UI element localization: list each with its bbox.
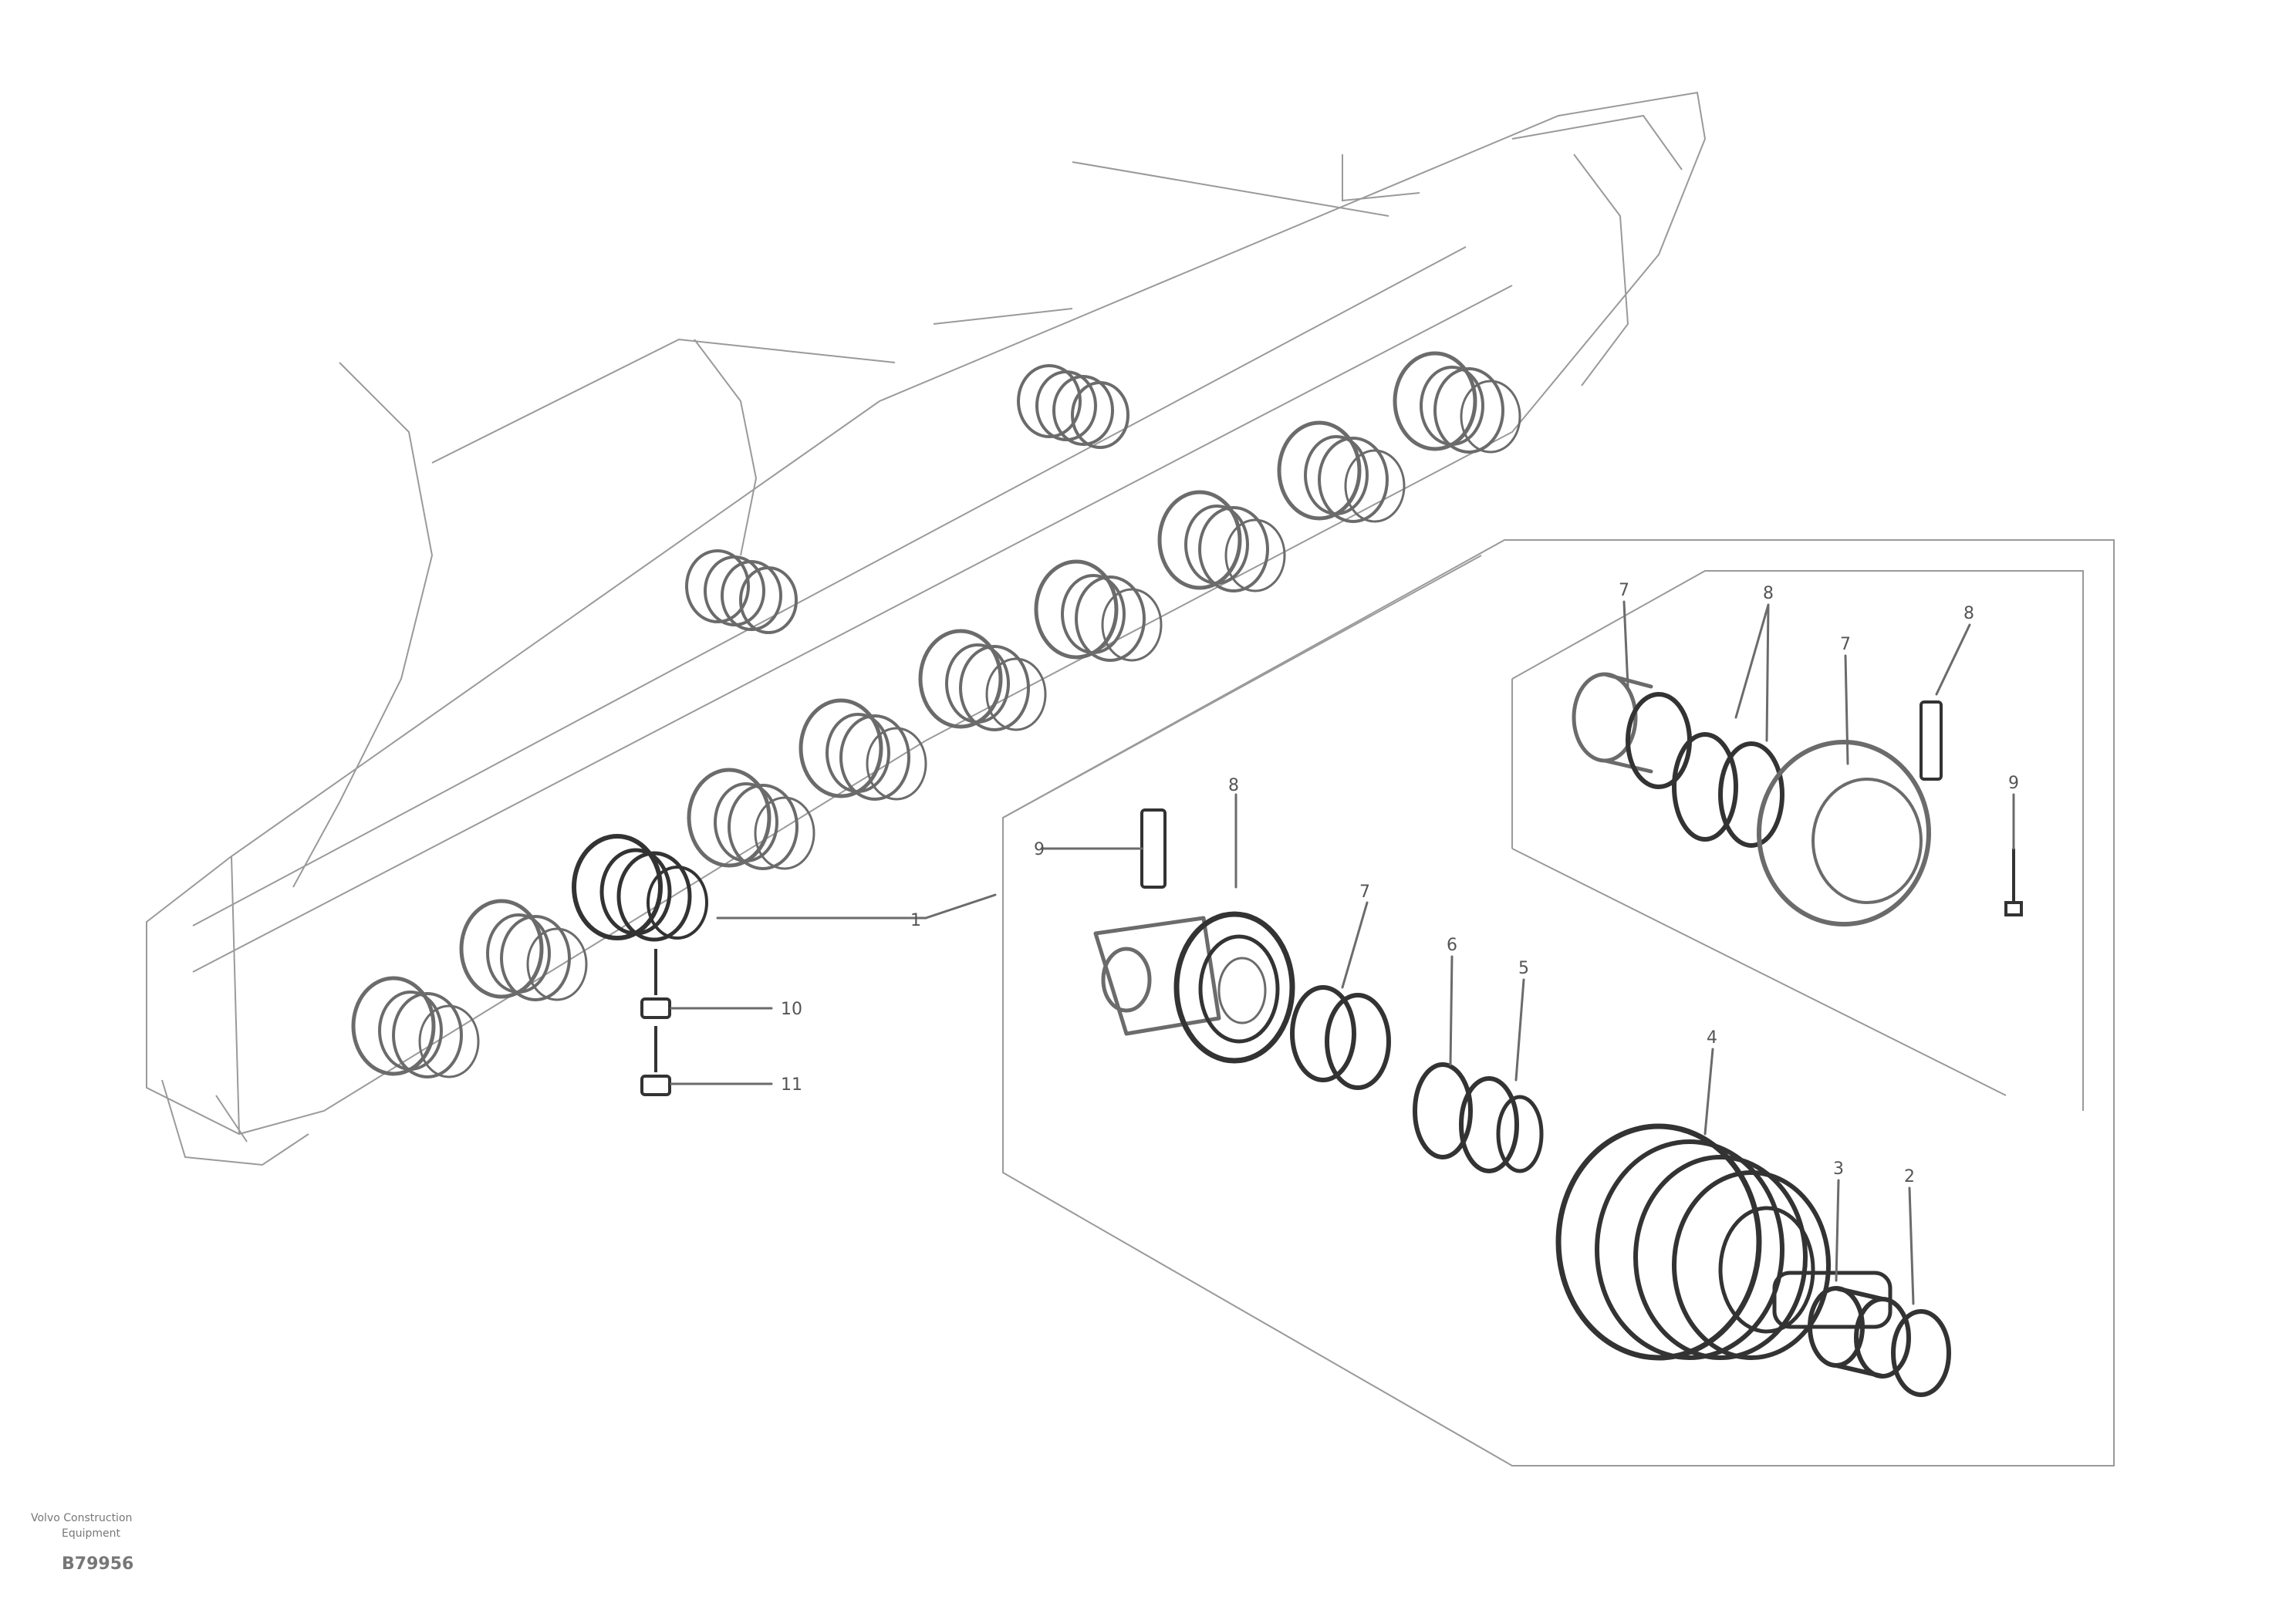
exploded-parts: 9 8 7 6 5 4 3 2 [1034,776,1951,1397]
callout-7-inset-b: 7 [1840,635,1851,654]
footer-line-1: Volvo Construction [31,1512,132,1524]
callout-8-main: 8 [1228,776,1239,795]
roller-1 [351,976,480,1078]
inset-panel: 7 8 7 8 9 [1511,570,2084,1111]
roller-9 [1277,420,1406,523]
callout-8-inset-b: 8 [1963,604,1974,623]
callout-1: 1 [910,911,921,930]
bolt-assembly [640,893,997,1096]
bushing [1808,1286,1951,1397]
callout-6: 6 [1447,936,1457,955]
seal-ring [1173,911,1295,1064]
roller-3 [572,834,708,942]
callout-9: 9 [1034,840,1045,859]
roller-5 [799,698,927,801]
roller-2 [459,899,588,1001]
carrier-roller-1 [685,549,798,634]
roller-4 [687,768,815,870]
callout-7-main: 7 [1359,883,1370,902]
track-rollers [351,351,1521,1078]
inset-callouts: 7 8 7 8 9 [1619,581,2019,793]
roller-10 [1393,351,1521,454]
roller-7 [1034,559,1163,662]
roller-6 [918,629,1047,731]
roller-body [1555,1123,1893,1361]
callout-4: 4 [1707,1028,1717,1048]
carrier-roller-2 [1017,364,1129,449]
main-view-callouts: 10 11 1 [781,911,921,1095]
callout-5: 5 [1518,959,1529,978]
publisher-footer: Volvo Construction Equipment B79956 [31,1512,133,1574]
callout-7-inset-a: 7 [1619,581,1629,600]
callout-11: 11 [781,1075,802,1095]
footer-line-2: Equipment [62,1527,121,1540]
callout-2: 2 [1904,1167,1915,1186]
callout-8-inset: 8 [1763,584,1774,603]
inset-parts [1572,672,2023,926]
callout-3: 3 [1833,1159,1844,1179]
exploded-callouts: 9 8 7 6 5 4 3 2 [1034,776,1915,1186]
drawing-code: B79956 [62,1554,133,1574]
track-frame [146,91,1707,1166]
roller-8 [1157,490,1286,592]
exploded-view-frame [1002,539,2115,1466]
o-rings [1413,1062,1544,1173]
floating-seal [1290,985,1391,1090]
callout-9-inset: 9 [2008,774,2019,793]
callout-10: 10 [781,1000,802,1019]
